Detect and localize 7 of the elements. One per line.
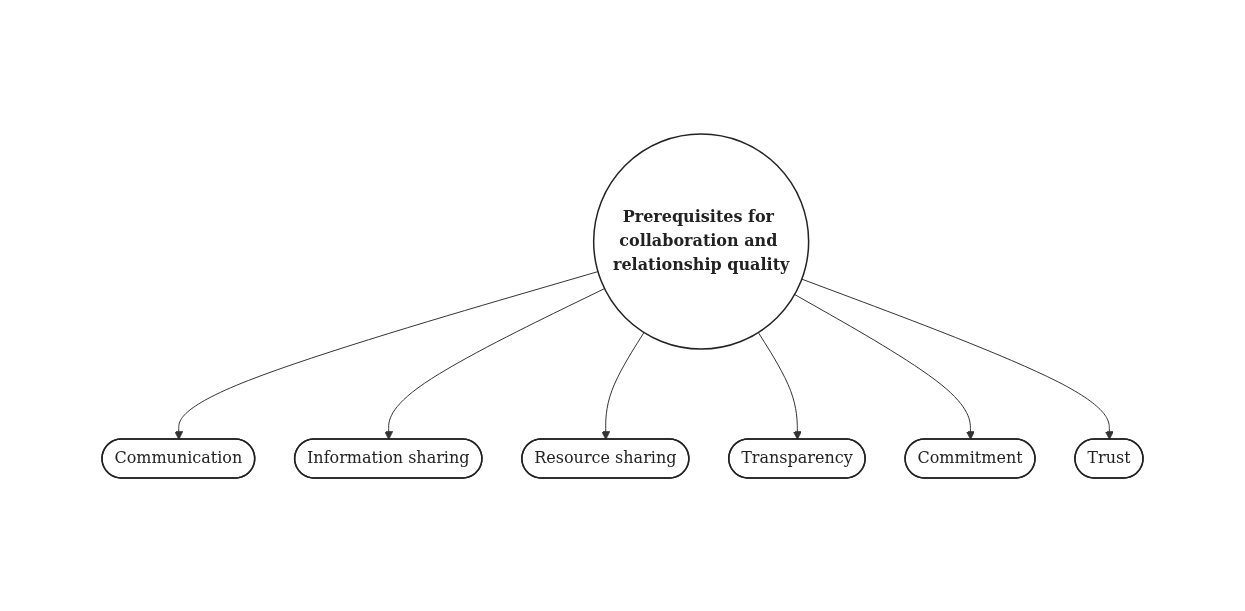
- arrow: [174, 270, 599, 440]
- arrow: [757, 331, 802, 440]
- arrow: [794, 293, 975, 440]
- arrow: [601, 331, 645, 440]
- node-circle: Prerequisites for collaboration and relationship quality: [592, 132, 810, 350]
- arrow: [384, 287, 605, 440]
- arrow: [801, 278, 1114, 440]
